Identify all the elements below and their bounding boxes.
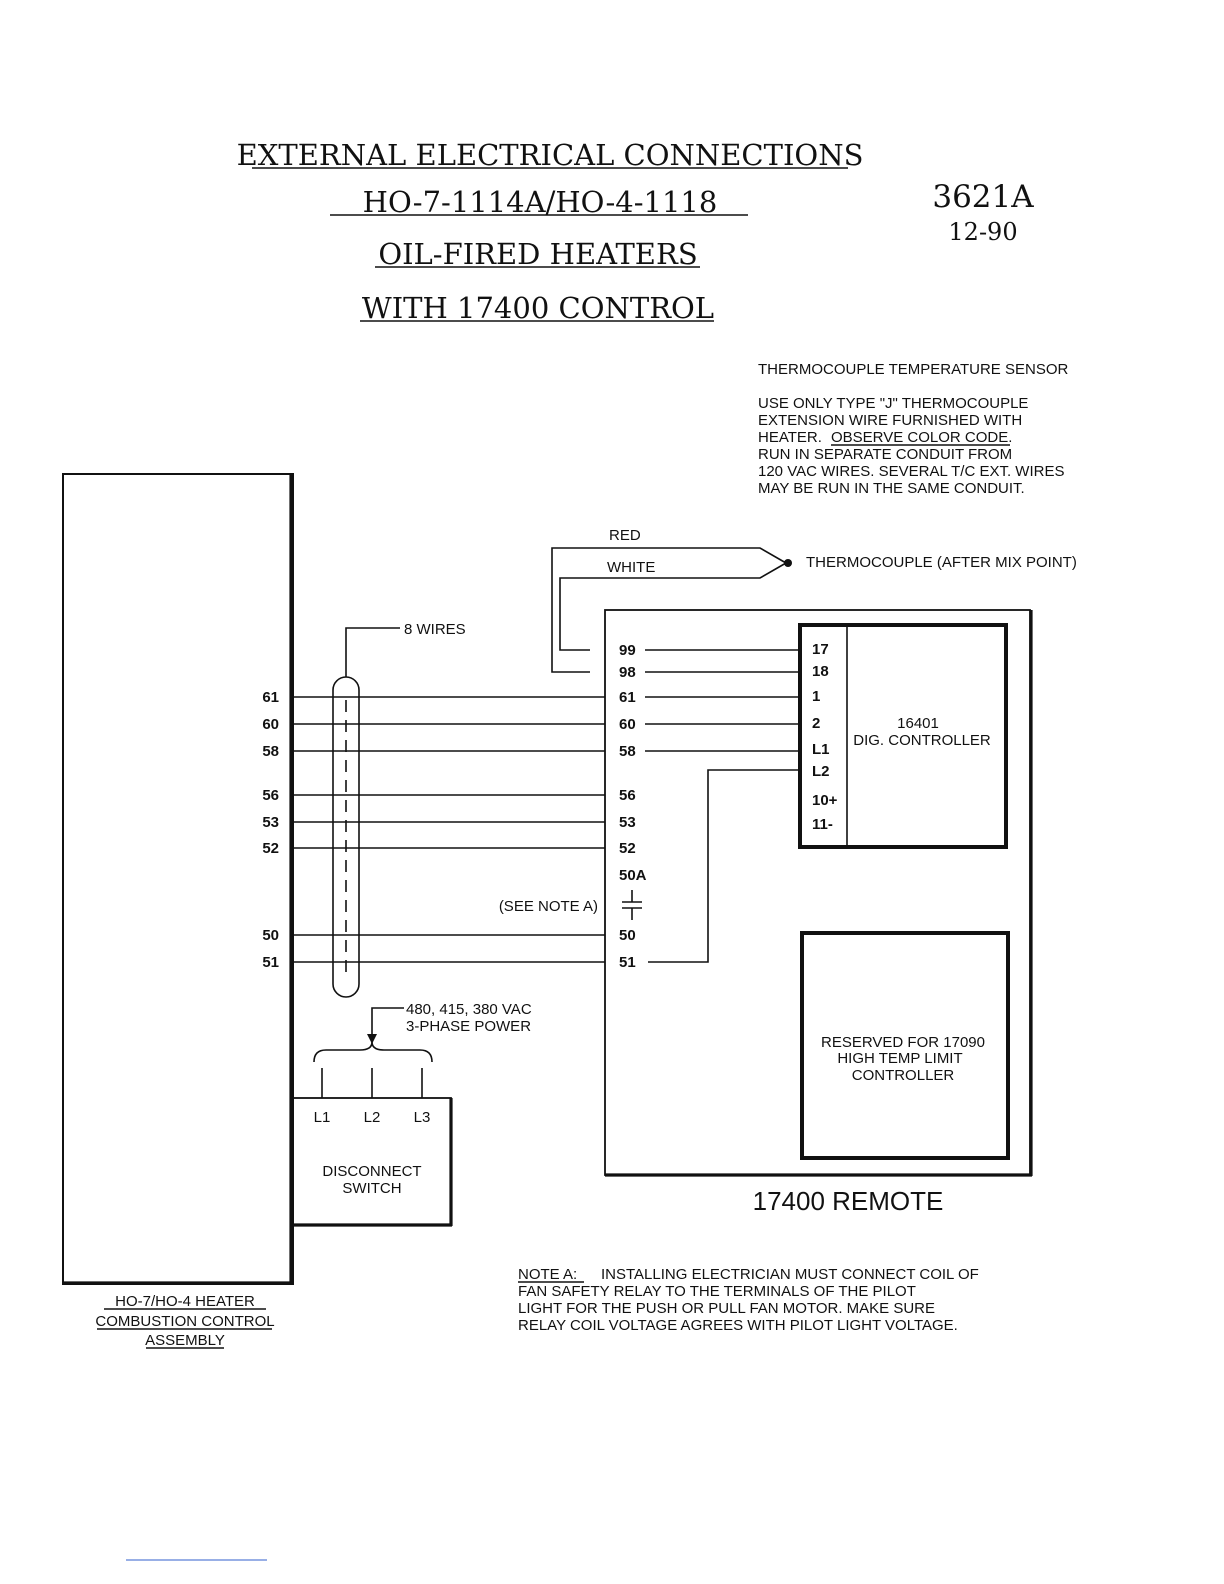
heater-terminal: 51 — [262, 954, 279, 971]
heater-terminal: 60 — [262, 716, 279, 733]
remote-label: 17400 REMOTE — [753, 1186, 944, 1216]
remote-terminal: 98 — [619, 664, 636, 681]
thermo-note-line: USE ONLY TYPE "J" THERMOCOUPLE — [758, 395, 1028, 412]
heater-terminal: 53 — [262, 814, 279, 831]
heater-terminal: 52 — [262, 840, 279, 857]
reserved-controller-box — [800, 931, 1010, 1160]
reserved-line-3: CONTROLLER — [852, 1067, 955, 1084]
disconnect-terminals: L1 L2 L3 — [314, 1109, 431, 1126]
remote-terminal: 50 — [619, 927, 636, 944]
thermo-note-heading: THERMOCOUPLE TEMPERATURE SENSOR — [758, 361, 1068, 378]
remote-terminal: 99 — [619, 642, 636, 659]
heater-terminal: 50 — [262, 927, 279, 944]
disconnect-line-2: SWITCH — [342, 1180, 401, 1197]
thermocouple-note: THERMOCOUPLE TEMPERATURE SENSOR USE ONLY… — [758, 361, 1068, 497]
note-a-line: FAN SAFETY RELAY TO THE TERMINALS OF THE… — [518, 1283, 916, 1300]
heater-terminal: 58 — [262, 743, 279, 760]
remote-terminal: 53 — [619, 814, 636, 831]
heater-terminal: 56 — [262, 787, 279, 804]
drawing-number: 3621A — [932, 179, 1034, 215]
heater-label-line-3: ASSEMBLY — [145, 1332, 225, 1349]
cable-bundle — [332, 676, 360, 998]
power-line-1: 480, 415, 380 VAC — [406, 1001, 532, 1018]
thermocouple-label: THERMOCOUPLE (AFTER MIX POINT) — [806, 554, 1077, 571]
controller-name: DIG. CONTROLLER — [853, 732, 991, 749]
relay-contact-symbol — [622, 890, 642, 920]
thermo-note-color-code: OBSERVE COLOR CODE. — [831, 429, 1012, 446]
thermocouple-junction — [784, 559, 792, 567]
heater-terminals: 61 60 58 56 53 52 50 51 — [262, 689, 279, 971]
reserved-line-1: RESERVED FOR 17090 — [821, 1034, 985, 1051]
see-note-a: (SEE NOTE A) — [499, 898, 598, 915]
thermocouple-red-lead — [551, 547, 787, 673]
title-line-3: OIL-FIRED HEATERS — [378, 237, 697, 271]
note-a-line: RELAY COIL VOLTAGE AGREES WITH PILOT LIG… — [518, 1317, 958, 1334]
remote-internal-wires — [645, 649, 800, 963]
remote-terminal: 52 — [619, 840, 636, 857]
disconnect-terminal: L2 — [364, 1109, 381, 1126]
remote-terminal: 61 — [619, 689, 636, 706]
controller-terminal: L2 — [812, 763, 830, 780]
power-leader — [371, 1007, 404, 1040]
remote-terminal: 58 — [619, 743, 636, 760]
thermo-note-line: HEATER. — [758, 429, 822, 446]
controller-terminals: 17 18 1 2 L1 L2 10+ 11- — [812, 641, 838, 833]
white-lead-label: WHITE — [607, 559, 655, 576]
heater-label-line-2: COMBUSTION CONTROL — [95, 1313, 274, 1330]
power-brace — [313, 1041, 433, 1063]
field-wires — [292, 696, 605, 963]
cable-label: 8 WIRES — [404, 621, 466, 638]
controller-terminal: 1 — [812, 688, 820, 705]
remote-terminal: 50A — [619, 867, 647, 884]
heater-assembly-box — [62, 473, 294, 1285]
controller-terminal: L1 — [812, 741, 830, 758]
reserved-line-2: HIGH TEMP LIMIT — [837, 1050, 962, 1067]
thermo-note-line: RUN IN SEPARATE CONDUIT FROM — [758, 446, 1012, 463]
power-line-2: 3-PHASE POWER — [406, 1018, 531, 1035]
disconnect-line-1: DISCONNECT — [322, 1163, 421, 1180]
thermocouple-white-lead — [559, 562, 787, 651]
thermo-note-line: EXTENSION WIRE FURNISHED WITH — [758, 412, 1022, 429]
remote-terminal: 51 — [619, 954, 636, 971]
controller-terminal: 11- — [812, 816, 833, 833]
thermo-note-line: 120 VAC WIRES. SEVERAL T/C EXT. WIRES — [758, 463, 1064, 480]
remote-terminal: 56 — [619, 787, 636, 804]
heater-terminal: 61 — [262, 689, 279, 706]
cable-leader — [345, 627, 400, 677]
heater-label-line-1: HO-7/HO-4 HEATER — [115, 1293, 255, 1310]
title-line-1: EXTERNAL ELECTRICAL CONNECTIONS — [237, 138, 864, 172]
remote-terminal: 60 — [619, 716, 636, 733]
title-line-2: HO-7-1114A/HO-4-1118 — [363, 185, 718, 219]
remote-terminals: 99 98 61 60 58 56 53 52 50A 50 51 — [619, 642, 647, 971]
controller-terminal: 18 — [812, 663, 829, 680]
thermo-note-line: MAY BE RUN IN THE SAME CONDUIT. — [758, 480, 1025, 497]
note-a-line: LIGHT FOR THE PUSH OR PULL FAN MOTOR. MA… — [518, 1300, 935, 1317]
drawing-date: 12-90 — [948, 218, 1017, 246]
controller-terminal: 2 — [812, 715, 820, 732]
disconnect-terminal: L3 — [414, 1109, 431, 1126]
note-a-label: NOTE A: — [518, 1266, 577, 1283]
controller-model: 16401 — [897, 715, 939, 732]
controller-terminal: 10+ — [812, 792, 838, 809]
digital-controller-box — [798, 623, 1008, 849]
note-a-line: INSTALLING ELECTRICIAN MUST CONNECT COIL… — [601, 1266, 979, 1283]
title-line-4: WITH 17400 CONTROL — [362, 291, 714, 325]
red-lead-label: RED — [609, 527, 641, 544]
controller-terminal: 17 — [812, 641, 829, 658]
note-a: NOTE A: INSTALLING ELECTRICIAN MUST CONN… — [518, 1266, 979, 1334]
disconnect-terminal: L1 — [314, 1109, 331, 1126]
